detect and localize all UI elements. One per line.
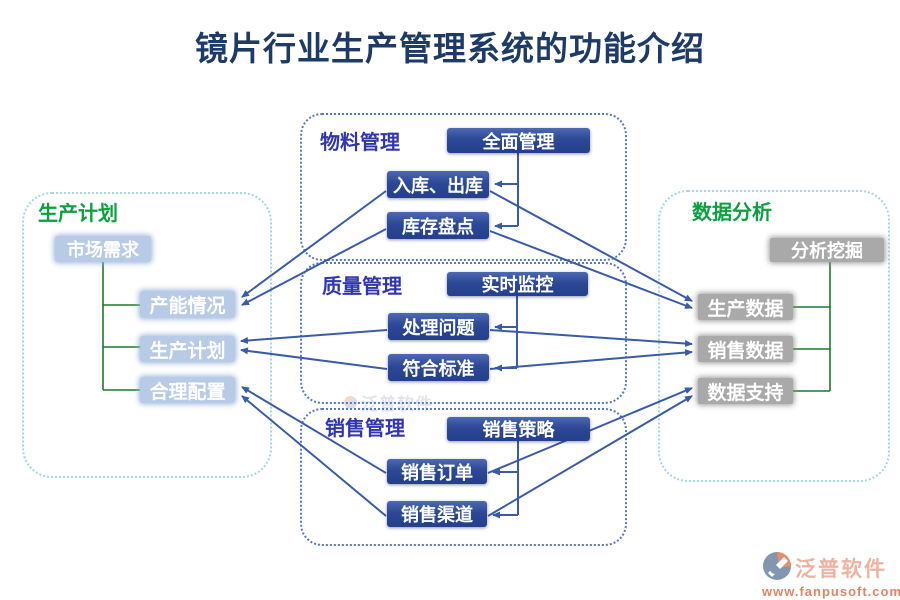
brand-name: 泛普软件 [795, 558, 887, 581]
node-sales-data: 销售数据 [698, 336, 793, 362]
panel-material-title: 物料管理 [320, 132, 400, 154]
node-realtime-monitor: 实时监控 [447, 272, 588, 296]
node-data-support: 数据支持 [698, 378, 793, 404]
panel-material [300, 113, 627, 261]
panel-data-analysis-title: 数据分析 [692, 202, 772, 224]
node-sales-channels: 销售渠道 [387, 501, 487, 527]
node-sales-orders: 销售订单 [387, 459, 487, 484]
node-analysis-mining: 分析挖掘 [770, 238, 884, 262]
node-inventory-count: 库存盘点 [387, 212, 489, 239]
node-sales-strategy: 销售策略 [447, 417, 590, 441]
panel-quality-title: 质量管理 [322, 276, 402, 298]
node-handle-issues: 处理问题 [388, 313, 489, 340]
node-inbound-outbound: 入库、出库 [387, 171, 489, 198]
fanpu-logo-icon [763, 552, 791, 580]
page-title: 镜片行业生产管理系统的功能介绍 [195, 30, 705, 67]
node-capacity-status: 产能情况 [140, 291, 235, 318]
node-production-data: 生产数据 [698, 294, 793, 320]
panel-data-analysis [658, 190, 890, 482]
panel-quality [300, 262, 627, 404]
panel-sales [300, 408, 627, 546]
node-meet-standards: 符合标准 [388, 354, 489, 381]
node-market-demand: 市场需求 [55, 236, 151, 262]
node-rational-allocation: 合理配置 [140, 377, 235, 403]
panel-production-plan-title: 生产计划 [38, 203, 118, 225]
panel-production-plan [22, 192, 272, 478]
panel-sales-title: 销售管理 [325, 418, 405, 440]
brand-block: 泛普软件 www.fanpusoft.com [762, 551, 900, 599]
node-production-plan: 生产计划 [140, 336, 235, 362]
brand-url: www.fanpusoft.com [762, 584, 900, 599]
node-full-management: 全面管理 [447, 128, 590, 153]
